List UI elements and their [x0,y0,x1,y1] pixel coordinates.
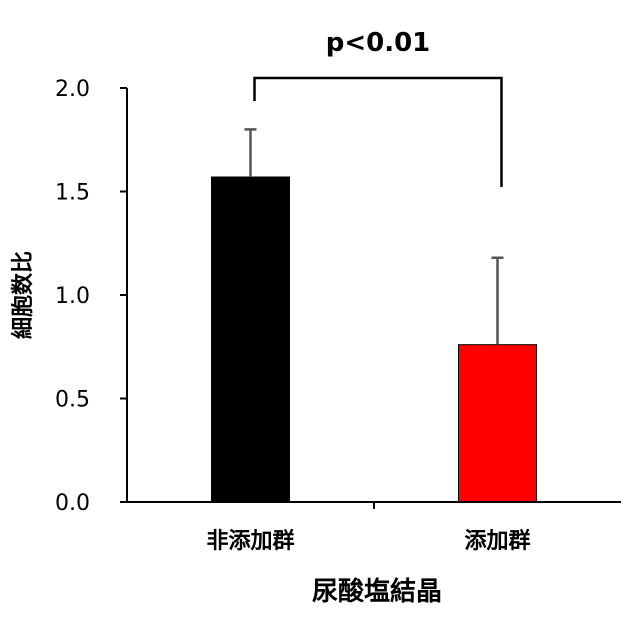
bar [211,176,290,503]
x-axis-category-labels: 非添加群 添加群 [206,502,531,554]
bracket-line [253,76,503,187]
error-bars [244,128,504,345]
x-axis-title: 尿酸塩結晶 [312,576,442,607]
y-tick-label: 0.0 [55,491,90,516]
y-tick-label: 2.0 [55,77,90,102]
bars [211,176,537,503]
y-tick-label: 1.0 [55,284,90,309]
significance-bracket: p<0.01 [253,28,503,187]
significance-label: p<0.01 [326,28,431,58]
y-tick-label: 1.5 [55,181,90,206]
y-axis-ticks: 0.0 0.5 1.0 1.5 2.0 [55,77,127,516]
y-tick-label: 0.5 [55,388,90,413]
y-axis-title: 細胞数比 [10,251,36,339]
x-category-label: 添加群 [464,528,530,554]
bar [458,344,537,503]
x-category-label: 非添加群 [206,528,294,554]
